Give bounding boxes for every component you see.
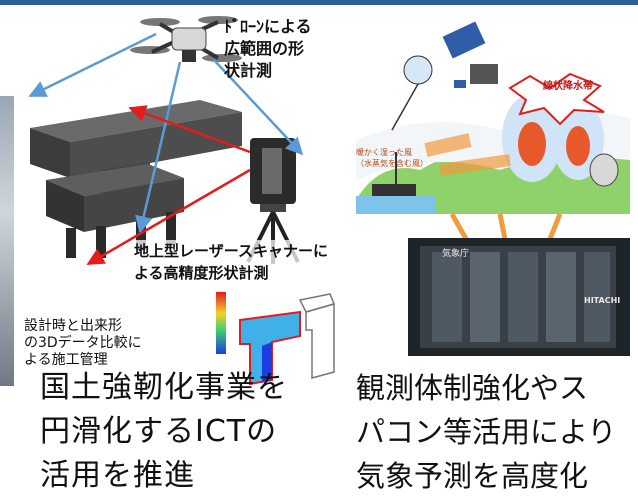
bridge-photo-strip xyxy=(0,96,14,386)
top-accent-bar xyxy=(0,0,638,5)
3d-comparison-label: 設計時と出来形 の3Dデータ比較に よる施工管理 xyxy=(24,318,142,368)
supercomputer-photo xyxy=(408,238,630,356)
supercomputer-brand: HITACHI xyxy=(584,296,621,305)
left-caption: 国土強靭化事業を 円滑化するICTの 活用を推進 xyxy=(40,370,288,493)
weather-observation-illustration xyxy=(356,21,630,214)
supercomputer-org: 気象庁 xyxy=(442,249,470,259)
3d-comparison-model xyxy=(216,292,336,386)
rain-band-label: 線状降水帯 xyxy=(543,81,593,92)
drone-icon xyxy=(130,16,242,62)
right-caption: 観測体制強化やス パコン等活用により 気象予測を高度化 xyxy=(356,371,617,493)
scanner-measurement-label: 地上型レーザースキャナーに よる高精度形状計測 xyxy=(134,240,328,284)
humid-wind-label: 暖かく湿った風 （水蒸気を含む風） xyxy=(356,148,428,168)
drone-measurement-label: ﾄﾞﾛｰﾝによる 広範囲の形 状計測 xyxy=(224,17,312,80)
bridge-pier-model xyxy=(30,100,242,258)
